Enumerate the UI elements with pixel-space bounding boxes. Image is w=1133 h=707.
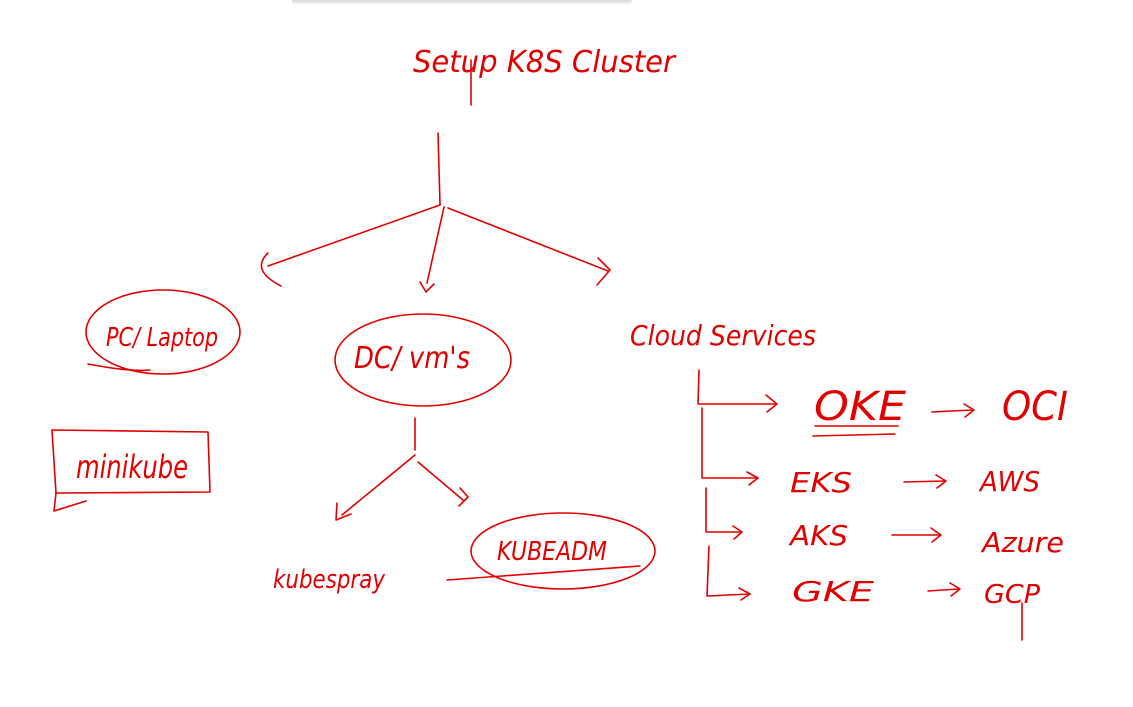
- provider-aws: AWS: [978, 465, 1040, 498]
- branch-arrow-cloud: [596, 257, 611, 286]
- branch-arrow-pc: [260, 252, 282, 287]
- service-oke: OKE: [814, 384, 907, 430]
- cloud-branch: Cloud Services OKE EKS AKS GKE OCI AWS A…: [630, 319, 1068, 641]
- kubeadm-label: KUBEADM: [497, 537, 607, 567]
- pc-branch: PC/ Laptop minikube: [51, 289, 241, 512]
- branch-arrow-dc: [419, 281, 435, 293]
- dc-label: DC/ vm's: [354, 341, 470, 376]
- root-label: Setup K8S Cluster: [413, 45, 677, 80]
- kubeadm-underline: [446, 565, 641, 581]
- dc-ellipse: [334, 313, 512, 407]
- branch-line-cloud: [447, 207, 609, 272]
- pc-label: PC/ Laptop: [106, 323, 218, 353]
- kubeadm-ellipse: [470, 512, 656, 590]
- provider-gcp: GCP: [984, 580, 1040, 610]
- branch-line-pc: [267, 204, 441, 267]
- branch-line-dc: [426, 206, 445, 284]
- provider-oci: OCI: [1002, 384, 1068, 430]
- kubespray-line: [341, 454, 416, 516]
- dc-branch: DC/ vm's kubespray KUBEADM: [273, 313, 656, 595]
- minikube-box: [51, 429, 211, 494]
- minikube-label: minikube: [76, 448, 188, 486]
- kubespray-label: kubespray: [273, 565, 386, 595]
- service-gke: GKE: [792, 575, 874, 608]
- pc-ellipse: [85, 289, 241, 375]
- cloud-label: Cloud Services: [630, 319, 816, 352]
- window-edge: [292, 0, 632, 4]
- root-connector: [260, 132, 611, 293]
- provider-azure: Azure: [980, 526, 1064, 559]
- kubeadm-line: [417, 461, 464, 501]
- service-aks: AKS: [788, 519, 848, 552]
- service-eks: EKS: [790, 466, 852, 499]
